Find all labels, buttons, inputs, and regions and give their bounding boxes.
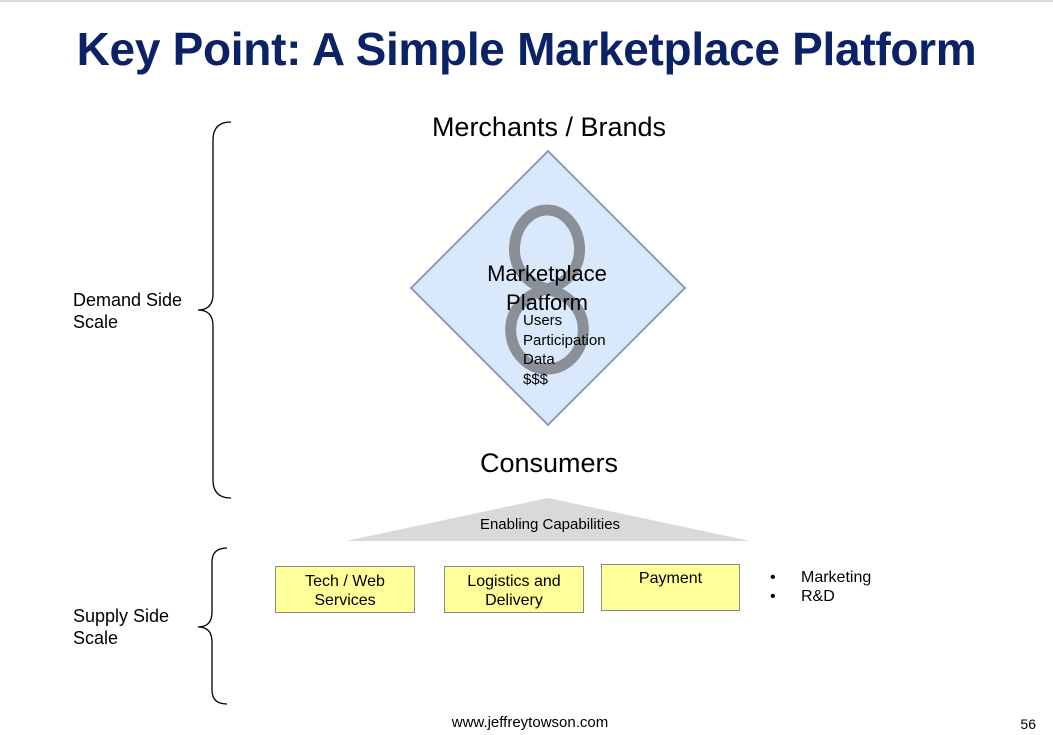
- capability-box-payment: Payment: [601, 564, 740, 611]
- demand-side-line1: Demand Side: [73, 290, 183, 310]
- bullet-icon: •: [770, 588, 776, 605]
- capability-box-tech: Tech / Web Services: [275, 566, 415, 613]
- page-number: 56: [1020, 716, 1036, 732]
- value-item: Data: [523, 351, 555, 368]
- value-item: Users: [523, 312, 563, 329]
- demand-side-line2: Scale: [73, 312, 119, 332]
- bullet-icon: •: [770, 569, 776, 586]
- supply-side-scale-label: Supply Side Scale: [73, 605, 169, 649]
- capability-line: Services: [314, 592, 376, 609]
- flywheel-loop-icon: [505, 204, 589, 375]
- supply-side-brace: [197, 547, 228, 705]
- capability-box-logistics: Logistics and Delivery: [444, 566, 584, 613]
- marketplace-platform-label: Marketplace Platform: [447, 259, 647, 317]
- list-item-text: Marketing: [801, 569, 872, 586]
- platform-value-list: Users Participation Data $$$: [523, 311, 606, 389]
- enabling-capabilities-triangle: [346, 498, 750, 541]
- value-item: $$$: [523, 370, 549, 388]
- list-item: • R&D: [770, 587, 871, 606]
- top-rule: [0, 0, 1053, 2]
- footer-url: www.jeffreytowson.com: [451, 714, 609, 731]
- other-capabilities-list: • Marketing • R&D: [770, 568, 871, 606]
- platform-label-line2: Platform: [506, 290, 588, 315]
- consumers-label: Consumers: [479, 448, 619, 478]
- demand-side-scale-label: Demand Side Scale: [73, 289, 182, 333]
- capability-line: Delivery: [485, 592, 543, 609]
- merchants-brands-label: Merchants / Brands: [431, 112, 667, 142]
- capability-line: Payment: [638, 570, 703, 587]
- capability-line: Tech / Web: [305, 573, 385, 590]
- enabling-capabilities-label: Enabling Capabilities: [479, 516, 621, 533]
- list-item-text: R&D: [801, 588, 835, 605]
- platform-label-line1: Marketplace: [487, 261, 607, 286]
- demand-side-brace: [197, 121, 232, 499]
- supply-side-line2: Scale: [73, 628, 119, 648]
- value-item: Participation: [523, 331, 606, 349]
- list-item: • Marketing: [770, 568, 871, 587]
- capability-line: Logistics and: [467, 573, 561, 590]
- supply-side-line1: Supply Side: [73, 606, 170, 626]
- slide-title: Key Point: A Simple Marketplace Platform: [76, 23, 977, 75]
